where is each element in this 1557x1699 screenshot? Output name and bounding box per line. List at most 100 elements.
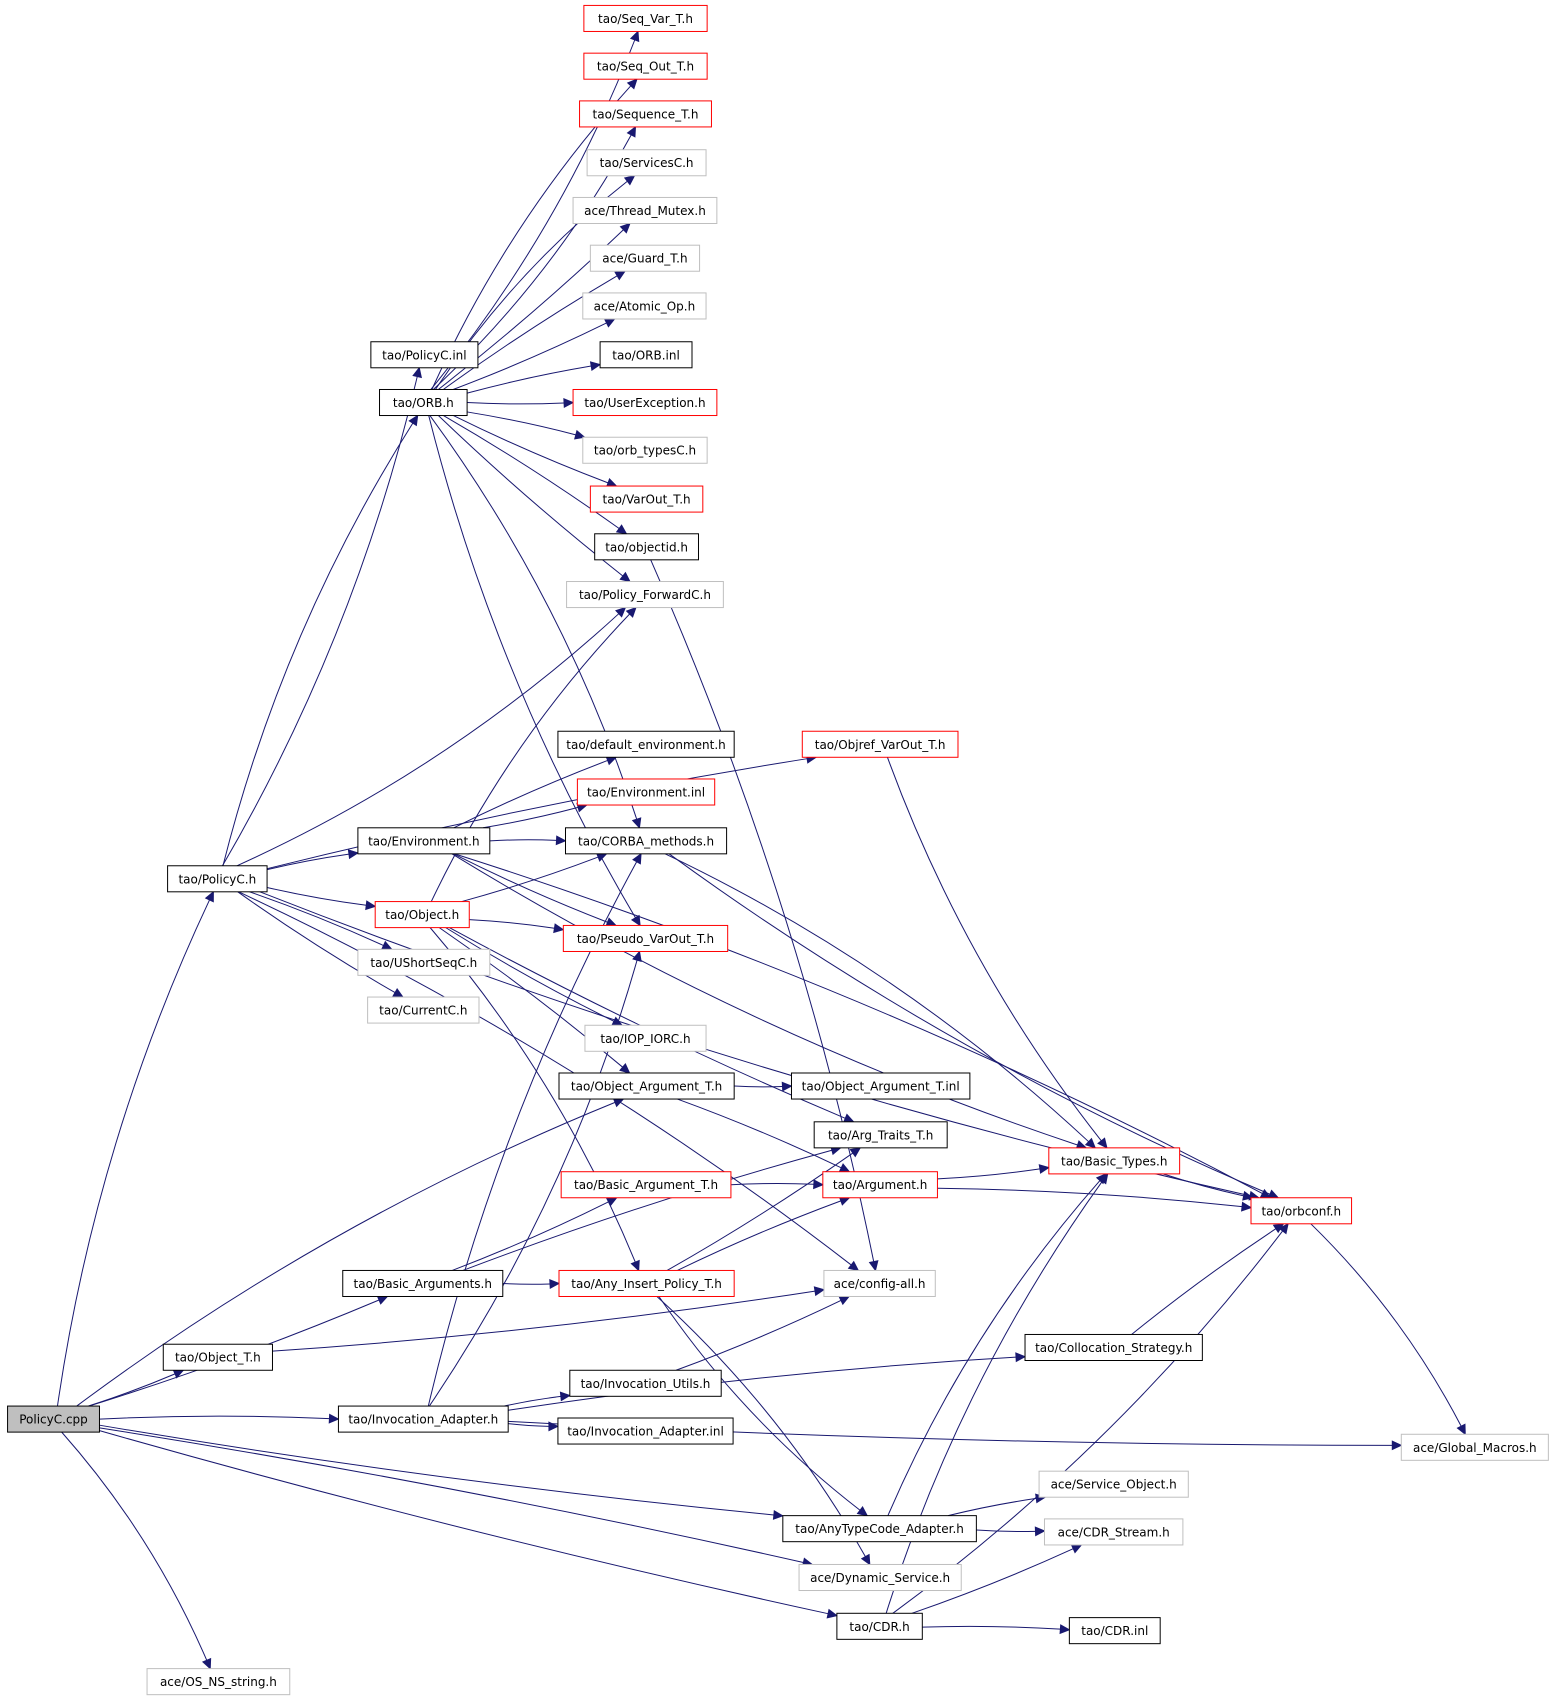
node-box[interactable]: [1024, 1333, 1203, 1362]
node-box[interactable]: [586, 149, 707, 177]
node-box[interactable]: [379, 388, 468, 417]
node-box[interactable]: [558, 1072, 735, 1100]
node-anytypecode[interactable]: tao/AnyTypeCode_Adapter.h: [782, 1515, 977, 1543]
node-collocation[interactable]: tao/Collocation_Strategy.h: [1024, 1333, 1203, 1362]
node-config-all[interactable]: ace/config-all.h: [823, 1269, 936, 1297]
node-box[interactable]: [589, 485, 704, 513]
node-seq-out[interactable]: tao/Seq_Out_T.h: [583, 52, 708, 80]
node-orb-inl[interactable]: tao/ORB.inl: [599, 341, 693, 369]
node-box[interactable]: [582, 292, 707, 320]
node-policyc-h[interactable]: tao/PolicyC.h: [167, 865, 268, 893]
node-invocation-adapter-inl[interactable]: tao/Invocation_Adapter.inl: [557, 1417, 734, 1445]
node-os-ns-string[interactable]: ace/OS_NS_string.h: [146, 1668, 291, 1696]
node-object-t[interactable]: tao/Object_T.h: [162, 1343, 273, 1371]
node-dynamic-service[interactable]: ace/Dynamic_Service.h: [798, 1563, 962, 1592]
node-box[interactable]: [1068, 1617, 1161, 1645]
node-box[interactable]: [167, 865, 268, 893]
node-box[interactable]: [558, 1269, 735, 1297]
node-invocation-adapter[interactable]: tao/Invocation_Adapter.h: [337, 1405, 509, 1433]
node-atomic-op[interactable]: ace/Atomic_Op.h: [582, 292, 707, 320]
node-box[interactable]: [337, 1405, 509, 1433]
node-environment-inl[interactable]: tao/Environment.inl: [576, 778, 716, 806]
node-box[interactable]: [557, 1417, 734, 1445]
node-environment-h[interactable]: tao/Environment.h: [357, 827, 491, 855]
node-box[interactable]: [562, 924, 729, 952]
node-box[interactable]: [1250, 1197, 1353, 1225]
node-currentc[interactable]: tao/CurrentC.h: [367, 996, 480, 1024]
node-box[interactable]: [801, 730, 959, 758]
node-box[interactable]: [342, 1269, 504, 1297]
node-invocation-utils[interactable]: tao/Invocation_Utils.h: [569, 1369, 722, 1397]
node-servicesc[interactable]: tao/ServicesC.h: [586, 149, 707, 177]
node-box[interactable]: [569, 1369, 722, 1397]
node-basic-arguments[interactable]: tao/Basic_Arguments.h: [342, 1269, 504, 1297]
node-box[interactable]: [1038, 1470, 1189, 1498]
node-box[interactable]: [822, 1171, 938, 1199]
node-box[interactable]: [589, 244, 701, 272]
node-box[interactable]: [583, 52, 708, 80]
node-object-argument-inl[interactable]: tao/Object_Argument_T.inl: [790, 1072, 971, 1100]
node-orb-typesc[interactable]: tao/orb_typesC.h: [582, 436, 708, 464]
node-policyc-cpp[interactable]: PolicyC.cpp: [7, 1405, 100, 1433]
node-iop-iorc[interactable]: tao/IOP_IORC.h: [584, 1024, 707, 1052]
node-box[interactable]: [572, 388, 718, 417]
node-box[interactable]: [1400, 1433, 1549, 1461]
node-any-insert[interactable]: tao/Any_Insert_Policy_T.h: [558, 1269, 735, 1297]
node-box[interactable]: [583, 4, 708, 32]
node-policyc-inl[interactable]: tao/PolicyC.inl: [370, 341, 479, 369]
node-box[interactable]: [1048, 1147, 1181, 1175]
node-box[interactable]: [579, 100, 712, 128]
node-box[interactable]: [162, 1343, 273, 1371]
node-cdr-h[interactable]: tao/CDR.h: [836, 1612, 923, 1640]
node-ushortseqc[interactable]: tao/UShortSeqC.h: [357, 948, 491, 976]
node-box[interactable]: [374, 901, 470, 929]
node-box[interactable]: [582, 436, 708, 464]
node-guard-t[interactable]: ace/Guard_T.h: [589, 244, 701, 272]
node-cdr-inl[interactable]: tao/CDR.inl: [1068, 1617, 1161, 1645]
node-box[interactable]: [782, 1515, 977, 1543]
node-box[interactable]: [564, 827, 728, 855]
node-orbconf[interactable]: tao/orbconf.h: [1250, 1197, 1353, 1225]
node-box[interactable]: [836, 1612, 923, 1640]
node-basic-types[interactable]: tao/Basic_Types.h: [1048, 1147, 1181, 1175]
node-cdr-stream[interactable]: ace/CDR_Stream.h: [1043, 1518, 1184, 1546]
node-box[interactable]: [560, 1171, 732, 1199]
node-box[interactable]: [557, 730, 735, 758]
node-policy-forwardc[interactable]: tao/Policy_ForwardC.h: [566, 581, 724, 609]
node-box[interactable]: [572, 196, 718, 224]
node-thread-mutex[interactable]: ace/Thread_Mutex.h: [572, 196, 718, 224]
node-box[interactable]: [357, 948, 491, 976]
node-varout-t[interactable]: tao/VarOut_T.h: [589, 485, 704, 513]
node-box[interactable]: [7, 1405, 100, 1433]
node-box[interactable]: [798, 1563, 962, 1592]
node-box[interactable]: [146, 1668, 291, 1696]
node-box[interactable]: [823, 1269, 936, 1297]
node-sequence-t[interactable]: tao/Sequence_T.h: [579, 100, 712, 128]
node-seq-var[interactable]: tao/Seq_Var_T.h: [583, 4, 708, 32]
node-orb-h[interactable]: tao/ORB.h: [379, 388, 468, 417]
node-box[interactable]: [813, 1121, 948, 1149]
node-basic-argument[interactable]: tao/Basic_Argument_T.h: [560, 1171, 732, 1199]
node-object-argument[interactable]: tao/Object_Argument_T.h: [558, 1072, 735, 1100]
node-box[interactable]: [790, 1072, 971, 1100]
node-box[interactable]: [357, 827, 491, 855]
node-box[interactable]: [584, 1024, 707, 1052]
node-objectid[interactable]: tao/objectid.h: [594, 533, 699, 561]
node-box[interactable]: [594, 533, 699, 561]
node-global-macros[interactable]: ace/Global_Macros.h: [1400, 1433, 1549, 1461]
node-userexception[interactable]: tao/UserException.h: [572, 388, 718, 417]
node-box[interactable]: [367, 996, 480, 1024]
node-box[interactable]: [599, 341, 693, 369]
node-box[interactable]: [1043, 1518, 1184, 1546]
node-box[interactable]: [576, 778, 716, 806]
node-corba-methods[interactable]: tao/CORBA_methods.h: [564, 827, 728, 855]
node-default-env[interactable]: tao/default_environment.h: [557, 730, 735, 758]
node-box[interactable]: [370, 341, 479, 369]
node-arg-traits[interactable]: tao/Arg_Traits_T.h: [813, 1121, 948, 1149]
node-service-object[interactable]: ace/Service_Object.h: [1038, 1470, 1189, 1498]
node-objref-varout[interactable]: tao/Objref_VarOut_T.h: [801, 730, 959, 758]
node-pseudo-varout[interactable]: tao/Pseudo_VarOut_T.h: [562, 924, 729, 952]
node-argument-h[interactable]: tao/Argument.h: [822, 1171, 938, 1199]
node-box[interactable]: [566, 581, 724, 609]
node-object-h[interactable]: tao/Object.h: [374, 901, 470, 929]
